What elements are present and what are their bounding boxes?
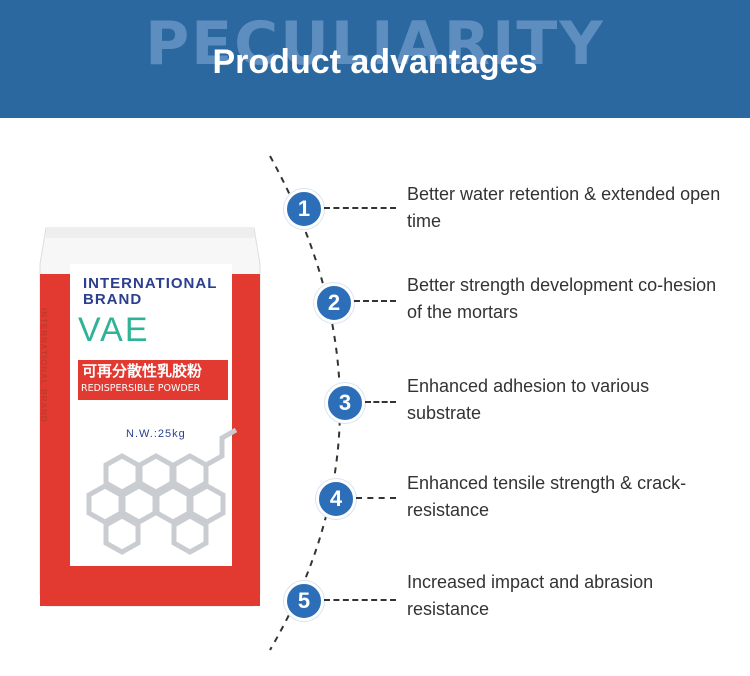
banner-background-word: PECULIARITY xyxy=(145,9,605,79)
advantage-connector-1 xyxy=(324,207,396,209)
bag-net-weight: N.W.:25kg xyxy=(126,428,186,440)
advantage-marker-2: 2 xyxy=(314,283,354,323)
advantage-marker-4: 4 xyxy=(316,479,356,519)
advantage-text-3: Enhanced adhesion to various substrate xyxy=(407,376,650,423)
advantage-marker-5: 5 xyxy=(284,581,324,621)
advantage-connector-5 xyxy=(324,599,396,601)
advantage-text-2: Better strength development co-hesion of… xyxy=(407,275,717,322)
bag-english-name: REDISPERSIBLE POWDER xyxy=(81,383,201,394)
advantage-marker-1: 1 xyxy=(284,189,324,229)
bag-name-band: 可再分散性乳胶粉 REDISPERSIBLE POWDER xyxy=(78,360,228,400)
bag-chinese-name: 可再分散性乳胶粉 xyxy=(82,362,203,380)
advantage-connector-2 xyxy=(354,300,396,302)
advantage-text-5: Increased impact and abrasion resistance xyxy=(407,572,654,619)
bag-product-name: VAE xyxy=(78,311,150,349)
bag-brand-line-2: BRAND xyxy=(83,291,143,308)
advantage-text-1: Better water retention & extended open t… xyxy=(407,184,721,231)
bag-brand-line-1: INTERNATIONAL xyxy=(83,275,218,292)
advantage-text-4: Enhanced tensile strength & crack-resist… xyxy=(407,473,687,520)
product-bag-image: INTERNATIONAL BRAND VAE 可再分散性乳胶粉 REDISPE… xyxy=(36,224,264,608)
advantage-connector-4 xyxy=(356,497,396,499)
advantage-marker-3: 3 xyxy=(325,383,365,423)
advantage-connector-3 xyxy=(365,401,396,403)
bag-shape xyxy=(39,227,261,607)
header-banner: PECULIARITY Product advantages xyxy=(0,0,750,118)
page-title: Product advantages xyxy=(212,43,538,81)
